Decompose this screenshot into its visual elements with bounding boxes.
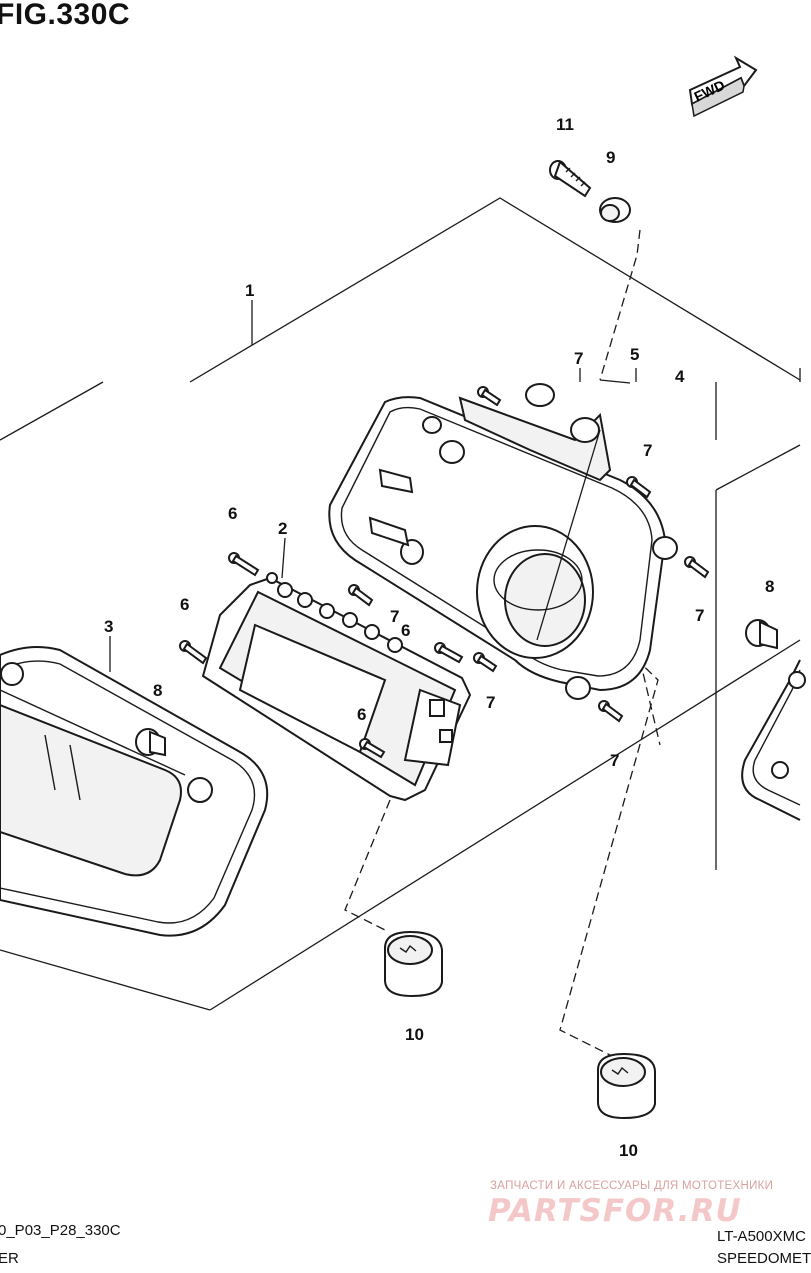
figure-title: FIG.330C (0, 0, 131, 31)
screw-7-d (348, 584, 374, 607)
callout-11: 11 (556, 115, 574, 134)
footer-part-name: SPEEDOMET (717, 1250, 811, 1267)
bolt-11 (549, 160, 592, 198)
meter-case-1 (328, 383, 678, 700)
footer-figure-name: ER (0, 1250, 19, 1267)
callout-7-a: 7 (574, 349, 583, 368)
assembly-outline (189, 197, 801, 383)
watermark-tagline: ЗАПЧАСТИ И АКСЕССУАРЫ ДЛЯ МОТОТЕХНИКИ (490, 1180, 774, 1192)
footer-model-code: LT-A500XMC (717, 1228, 806, 1245)
collar-9 (599, 197, 631, 223)
screw-7-a (477, 386, 502, 407)
callout-6-b: 6 (180, 595, 189, 614)
callout-9: 9 (606, 148, 615, 167)
callout-8-a: 8 (153, 681, 162, 700)
grommet-8-right (745, 619, 778, 650)
callout-7-d: 7 (390, 607, 399, 626)
callout-4: 4 (675, 367, 685, 386)
screw-6-c (359, 738, 386, 759)
screw-7-b (626, 476, 652, 499)
callout-7-e: 7 (486, 693, 495, 712)
callout-6-d: 6 (357, 705, 366, 724)
callout-7-f: 7 (610, 751, 619, 770)
screw-7-f (598, 700, 624, 723)
front-cover-3 (0, 645, 269, 937)
meter-assembly-2 (201, 572, 472, 802)
screw-6-a (228, 552, 260, 577)
watermark-logo: PARTSFOR.RU (488, 1193, 742, 1229)
callout-2: 2 (278, 519, 287, 538)
callout-6-c: 6 (401, 621, 410, 640)
cushion-10-right (597, 1052, 656, 1120)
callout-8-b: 8 (765, 577, 774, 596)
meter-case-alt (741, 659, 806, 821)
callout-7-c: 7 (695, 606, 704, 625)
callout-7-b: 7 (643, 441, 652, 460)
screw-6-d (434, 642, 464, 664)
callout-10-a: 10 (405, 1025, 424, 1044)
grommet-8-left (135, 728, 166, 757)
screw-7-c (684, 556, 710, 579)
footer-figure-code: 0_P03_P28_330C (0, 1222, 121, 1239)
callout-5: 5 (630, 345, 639, 364)
screw-7-e (473, 652, 498, 673)
callout-1: 1 (245, 281, 254, 300)
screw-6-b (179, 640, 208, 665)
cushion-10-left (384, 930, 443, 998)
callout-10-b: 10 (619, 1141, 638, 1160)
callout-3: 3 (104, 617, 113, 636)
fwd-arrow-icon: FWD (688, 55, 758, 118)
callout-6-a: 6 (228, 504, 237, 523)
